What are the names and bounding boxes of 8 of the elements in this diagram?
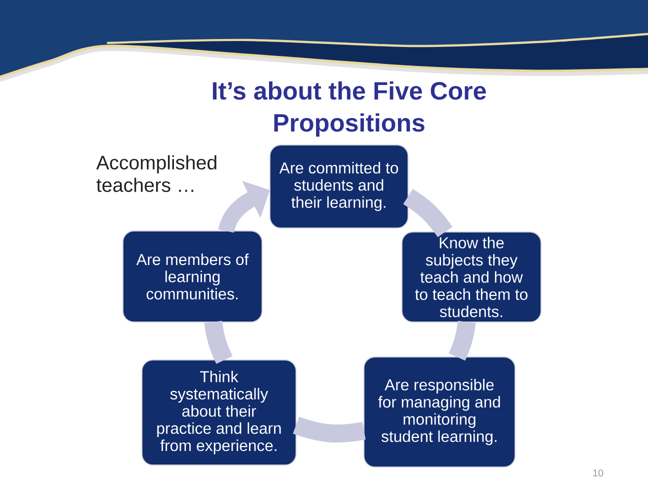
page-number: 10	[593, 469, 604, 477]
rounded-box: Are members of learning communities.	[122, 230, 262, 322]
rounded-box: Think systematically about their practice and learn from experience.	[142, 360, 296, 466]
rounded-box: Are committed to students and their learning.	[270, 144, 408, 228]
intro-text: Accomplished teachers …	[96, 155, 216, 192]
title: It’s about the Five Core Propositions	[212, 81, 486, 137]
rounded-box: Are responsible for managing and monitoring student learning.	[364, 356, 516, 468]
rounded-box: Know the subjects they teach and how to teach them to students.	[402, 232, 542, 322]
